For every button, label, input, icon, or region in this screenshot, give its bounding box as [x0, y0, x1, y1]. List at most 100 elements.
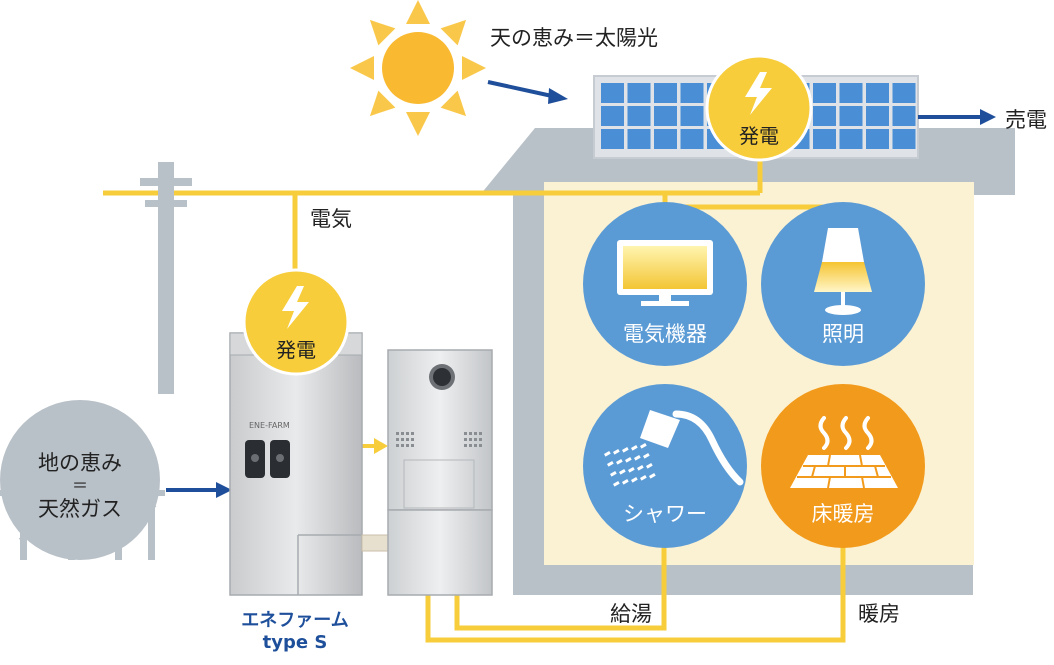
lighting-label: 照明 [822, 322, 864, 346]
solar-cell [866, 106, 889, 126]
solar-cell [813, 106, 836, 126]
solar-cell [627, 106, 651, 126]
water-drop [604, 451, 611, 457]
water-drop [628, 467, 635, 473]
vent-hole [401, 444, 404, 447]
heating-label: 暖房 [858, 602, 900, 626]
vent-hole [479, 432, 482, 435]
connection-pipe [361, 534, 389, 552]
water-drop [616, 459, 623, 465]
sun-ray [369, 19, 396, 46]
gas-label-line1: 地の恵み [38, 451, 122, 475]
floor-heating-label: 床暖房 [811, 502, 875, 526]
gas-label-line3: 天然ガス [38, 497, 122, 521]
sun-ray [369, 90, 396, 117]
water-drop [640, 475, 647, 481]
hot-water-unit [387, 349, 493, 596]
solar-cell [892, 106, 916, 126]
vent-hole [474, 432, 477, 435]
solar-generation-circle [705, 54, 813, 162]
sun-ray [440, 19, 467, 46]
vent-hole [464, 444, 467, 447]
sunlight-arrow [487, 80, 568, 104]
product-name: エネファーム [241, 610, 349, 631]
gas-label-line2: ＝ [71, 476, 88, 495]
sun-ray [462, 56, 486, 80]
sell-power-arrow [918, 109, 996, 125]
water-drop [631, 477, 638, 483]
water-drop [649, 473, 656, 479]
gas-flow-arrow [166, 482, 232, 498]
solar-cell [866, 129, 889, 149]
vent-hole [401, 438, 404, 441]
vent-hole [469, 444, 472, 447]
water-drop [622, 479, 629, 485]
solar-cell [866, 83, 889, 103]
lightning-icon [745, 72, 772, 115]
vent-hole [406, 444, 409, 447]
water-drop [637, 465, 644, 471]
solar-cell [839, 106, 863, 126]
flow-arrow [374, 438, 388, 454]
vent-hole [396, 438, 399, 441]
sun-icon [350, 0, 486, 136]
vent-hole [479, 444, 482, 447]
solar-cell [813, 129, 836, 149]
water-drop [613, 449, 620, 455]
solar-cell [627, 83, 651, 103]
vent-hole [474, 438, 477, 441]
water-drop [634, 455, 641, 461]
vent-hole [401, 432, 404, 435]
solar-cell [839, 129, 863, 149]
solar-cell [680, 106, 704, 126]
solar-cell [892, 129, 916, 149]
gas-label: 地の恵み ＝ 天然ガス [10, 450, 150, 522]
vent-hole [406, 432, 409, 435]
vent-hole [406, 438, 409, 441]
fuel-cell-generation-label: 発電 [276, 338, 316, 362]
hot-water-label: 給湯 [610, 602, 652, 626]
water-drop [607, 461, 614, 467]
lamp-icon [814, 228, 872, 315]
solar-cell [601, 129, 624, 149]
sun-ray [350, 56, 374, 80]
appliances-label: 電気機器 [623, 322, 707, 346]
water-drop [622, 447, 629, 453]
house [480, 128, 1015, 595]
fuel-cell-generation-circle [242, 268, 350, 376]
water-drop [613, 481, 620, 487]
solar-cell [601, 83, 624, 103]
vent-hole [411, 432, 414, 435]
shower-label: シャワー [623, 502, 707, 526]
water-drop [610, 471, 617, 477]
vent-hole [469, 432, 472, 435]
water-drop [625, 457, 632, 463]
vent-hole [474, 444, 477, 447]
vent-hole [411, 438, 414, 441]
sun-ray [406, 112, 430, 136]
vent-hole [464, 438, 467, 441]
solar-cell [654, 106, 677, 126]
gas-tank-icon [0, 400, 165, 560]
solar-cell [680, 83, 704, 103]
water-drop [640, 443, 647, 449]
vent-hole [396, 444, 399, 447]
water-drop [646, 463, 653, 469]
svg-text:ENE-FARM: ENE-FARM [249, 421, 290, 430]
water-drop [619, 469, 626, 475]
tv-icon [617, 240, 713, 306]
sun-ray [406, 0, 430, 24]
floor-heating-icon [790, 416, 898, 489]
solar-cell [892, 83, 916, 103]
lightning-icon [282, 286, 309, 329]
solar-generation-label: 発電 [739, 124, 779, 148]
vent-hole [479, 438, 482, 441]
utility-pole-icon [140, 162, 192, 394]
electricity-label: 電気 [310, 207, 352, 231]
solar-cell [839, 83, 863, 103]
sell-power-label: 売電 [1005, 108, 1047, 132]
shower-icon [604, 410, 744, 487]
vent-hole [464, 432, 467, 435]
